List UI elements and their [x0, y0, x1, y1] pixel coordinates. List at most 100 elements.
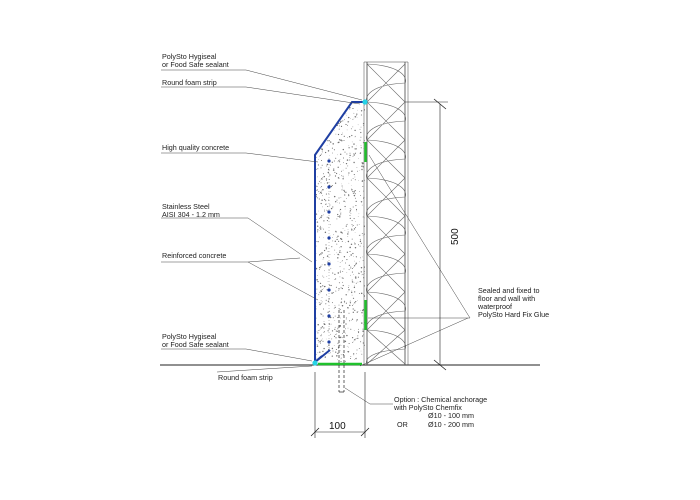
dimension-height: [405, 98, 448, 371]
concrete-speckle: [329, 191, 331, 192]
label-anchor-or: OR: [397, 420, 408, 429]
concrete-speckle: [354, 359, 355, 361]
concrete-speckle: [355, 256, 357, 258]
rebar-dot: [327, 236, 331, 240]
concrete-speckle: [346, 251, 349, 253]
concrete-speckle: [326, 210, 328, 212]
concrete-speckle: [352, 108, 354, 110]
concrete-speckle: [326, 182, 329, 184]
concrete-speckle: [354, 242, 355, 243]
concrete-speckle: [363, 277, 365, 279]
concrete-speckle: [327, 126, 329, 128]
concrete-speckle: [327, 103, 330, 105]
concrete-speckle: [315, 156, 317, 158]
concrete-speckle: [355, 227, 357, 228]
concrete-speckle: [354, 246, 357, 249]
concrete-speckle: [359, 139, 361, 141]
concrete-speckle: [316, 337, 318, 340]
concrete-speckle: [334, 130, 336, 131]
concrete-speckle: [331, 347, 334, 350]
concrete-speckle: [334, 315, 336, 317]
concrete-speckle: [355, 152, 357, 153]
concrete-speckle: [341, 281, 343, 283]
concrete-speckle: [354, 197, 356, 199]
concrete-speckle: [316, 133, 318, 135]
concrete-speckle: [359, 128, 361, 130]
concrete-speckle: [358, 348, 360, 349]
concrete-speckle: [333, 160, 335, 162]
concrete-speckle: [354, 232, 356, 233]
concrete-speckle: [350, 267, 352, 269]
concrete-speckle: [348, 145, 350, 147]
concrete-speckle: [320, 142, 321, 144]
concrete-speckle: [323, 123, 325, 125]
concrete-speckle: [346, 129, 348, 131]
concrete-speckle: [359, 280, 361, 283]
concrete-speckle: [353, 354, 355, 356]
concrete-speckle: [346, 224, 347, 225]
concrete-speckle: [323, 102, 325, 103]
concrete-speckle: [344, 208, 346, 210]
concrete-speckle: [317, 275, 318, 276]
label-reinforced: Reinforced concrete: [162, 251, 226, 260]
concrete-speckle: [348, 182, 350, 184]
concrete-speckle: [330, 141, 332, 143]
concrete-speckle: [354, 179, 356, 181]
concrete-speckle: [349, 304, 351, 307]
concrete-speckle: [361, 163, 363, 165]
concrete-speckle: [316, 118, 319, 120]
concrete-speckle: [323, 175, 325, 178]
concrete-speckle: [343, 162, 345, 164]
concrete-speckle: [346, 271, 348, 273]
concrete-speckle: [356, 311, 358, 313]
concrete-speckle: [357, 331, 360, 333]
concrete-speckle: [320, 302, 322, 304]
concrete-speckle: [334, 103, 335, 105]
concrete-speckle: [352, 118, 354, 120]
concrete-speckle: [355, 357, 357, 359]
concrete-speckle: [330, 207, 333, 210]
concrete-speckle: [338, 122, 340, 125]
concrete-speckle: [352, 229, 354, 231]
concrete-speckle: [329, 310, 331, 312]
concrete-speckle: [322, 188, 324, 191]
concrete-speckle: [315, 213, 318, 215]
concrete-speckle: [342, 277, 344, 279]
concrete-speckle: [329, 155, 331, 156]
concrete-speckle: [339, 216, 341, 218]
concrete-speckle: [360, 350, 362, 352]
concrete-speckle: [337, 317, 339, 319]
concrete-speckle: [333, 292, 334, 294]
concrete-speckle: [350, 356, 352, 357]
concrete-speckle: [351, 238, 353, 240]
concrete-speckle: [327, 111, 329, 113]
concrete-speckle: [356, 349, 358, 351]
concrete-speckle: [354, 243, 356, 245]
concrete-speckle: [359, 152, 362, 155]
concrete-speckle: [319, 230, 320, 231]
concrete-speckle: [360, 271, 362, 273]
concrete-speckle: [319, 227, 321, 229]
concrete-speckle: [354, 136, 356, 138]
concrete-speckle: [337, 253, 339, 256]
concrete-speckle: [353, 218, 355, 220]
concrete-speckle: [332, 143, 334, 145]
concrete-speckle: [362, 142, 364, 144]
concrete-speckle: [353, 303, 355, 305]
concrete-speckle: [351, 294, 353, 296]
concrete-speckle: [325, 132, 327, 134]
concrete-speckle: [364, 105, 365, 106]
concrete-speckle: [345, 201, 346, 203]
concrete-speckle: [316, 186, 318, 187]
concrete-speckle: [351, 318, 354, 320]
concrete-speckle: [354, 135, 356, 137]
sealant-bottom: [312, 360, 318, 366]
concrete-speckle: [316, 293, 317, 294]
concrete-speckle: [342, 106, 344, 108]
concrete-speckle: [354, 129, 356, 132]
concrete-speckle: [322, 214, 324, 216]
concrete-speckle: [319, 291, 321, 293]
concrete-speckle: [344, 205, 346, 208]
concrete-speckle: [320, 104, 323, 106]
concrete-speckle: [362, 186, 364, 187]
